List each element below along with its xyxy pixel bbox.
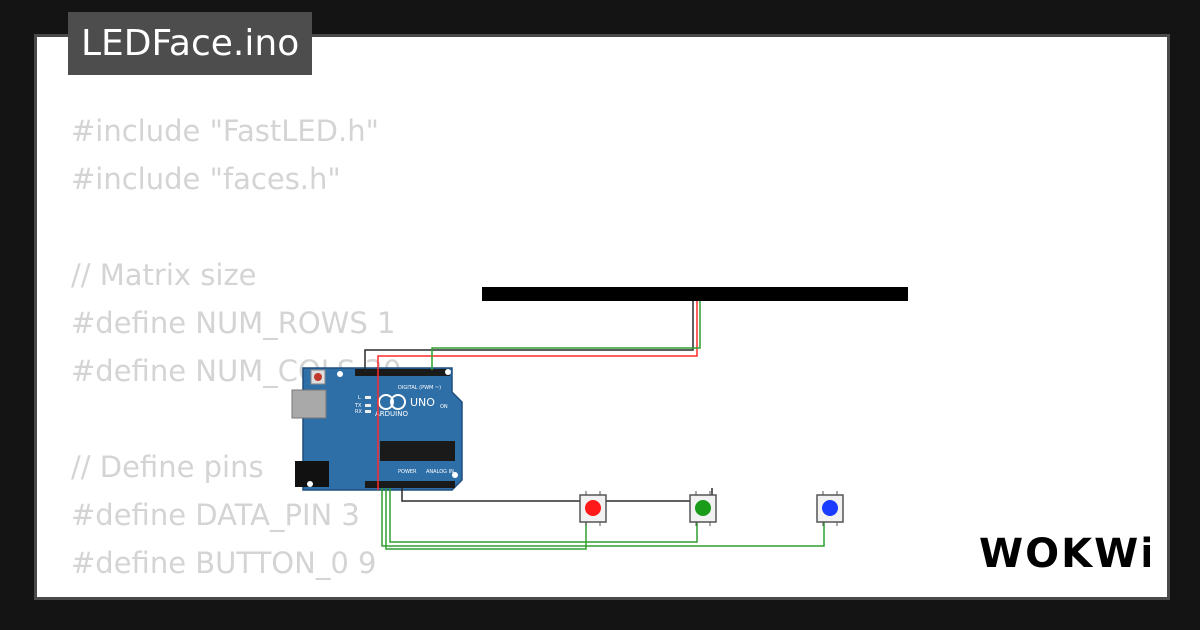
wire-button-blue: [381, 488, 825, 547]
pushbutton-blue[interactable]: [816, 491, 844, 526]
digital-header: [355, 369, 450, 376]
wire-strip-data: [431, 301, 701, 370]
code-line-9: #define DATA_PIN 3: [71, 498, 360, 532]
code-line-8: // Define pins: [71, 450, 264, 484]
wire-strip-gnd: [364, 301, 694, 370]
code-line-10: #define BUTTON_0 9: [71, 546, 377, 580]
code-line-1: #include "FastLED.h": [71, 114, 379, 148]
button-cap-green: [695, 500, 711, 516]
tx-label: TX: [354, 403, 362, 409]
wokwi-logo-text: WOKWi: [979, 531, 1150, 577]
wire-strip-5v: [377, 301, 698, 490]
atmega-chip: [380, 441, 455, 461]
code-line-5: #define NUM_ROWS 1: [71, 306, 396, 340]
code-line-2: #include "faces.h": [71, 162, 341, 196]
analog-in-label: ANALOG IN: [426, 469, 454, 475]
arduino-uno-board[interactable]: ARDUINO UNO DIGITAL (PWM ~) ON L TX RX P…: [291, 367, 463, 491]
usb-port: [291, 389, 327, 419]
on-label: ON: [440, 404, 448, 410]
code-editor: #include "FastLED.h" #include "faces.h" //…: [71, 107, 401, 597]
code-line-4: // Matrix size: [71, 258, 257, 292]
button-cap-red: [585, 500, 601, 516]
board-brand-label: ARDUINO: [375, 410, 408, 418]
rx-label: RX: [355, 409, 362, 415]
pushbutton-green[interactable]: [689, 491, 717, 526]
pushbutton-red[interactable]: [579, 491, 607, 526]
digital-pwm-label: DIGITAL (PWM ~): [398, 385, 441, 391]
power-analog-header: [365, 481, 455, 488]
wire-button-red: [385, 488, 587, 550]
file-tab-label: LEDFace.ino: [81, 23, 300, 64]
board-model-label: UNO: [410, 396, 435, 409]
button-cap-blue: [822, 500, 838, 516]
file-tab[interactable]: LEDFace.ino: [68, 12, 313, 75]
l-label: L: [358, 395, 361, 401]
code-line-11: #define BUTTON_1 10: [71, 587, 401, 597]
wire-button-green: [389, 488, 698, 543]
arduino-logo-icon: [378, 394, 394, 410]
power-label: POWER: [398, 469, 417, 475]
wokwi-logo: WOKWi: [979, 531, 1150, 577]
led-strip[interactable]: [482, 287, 908, 301]
